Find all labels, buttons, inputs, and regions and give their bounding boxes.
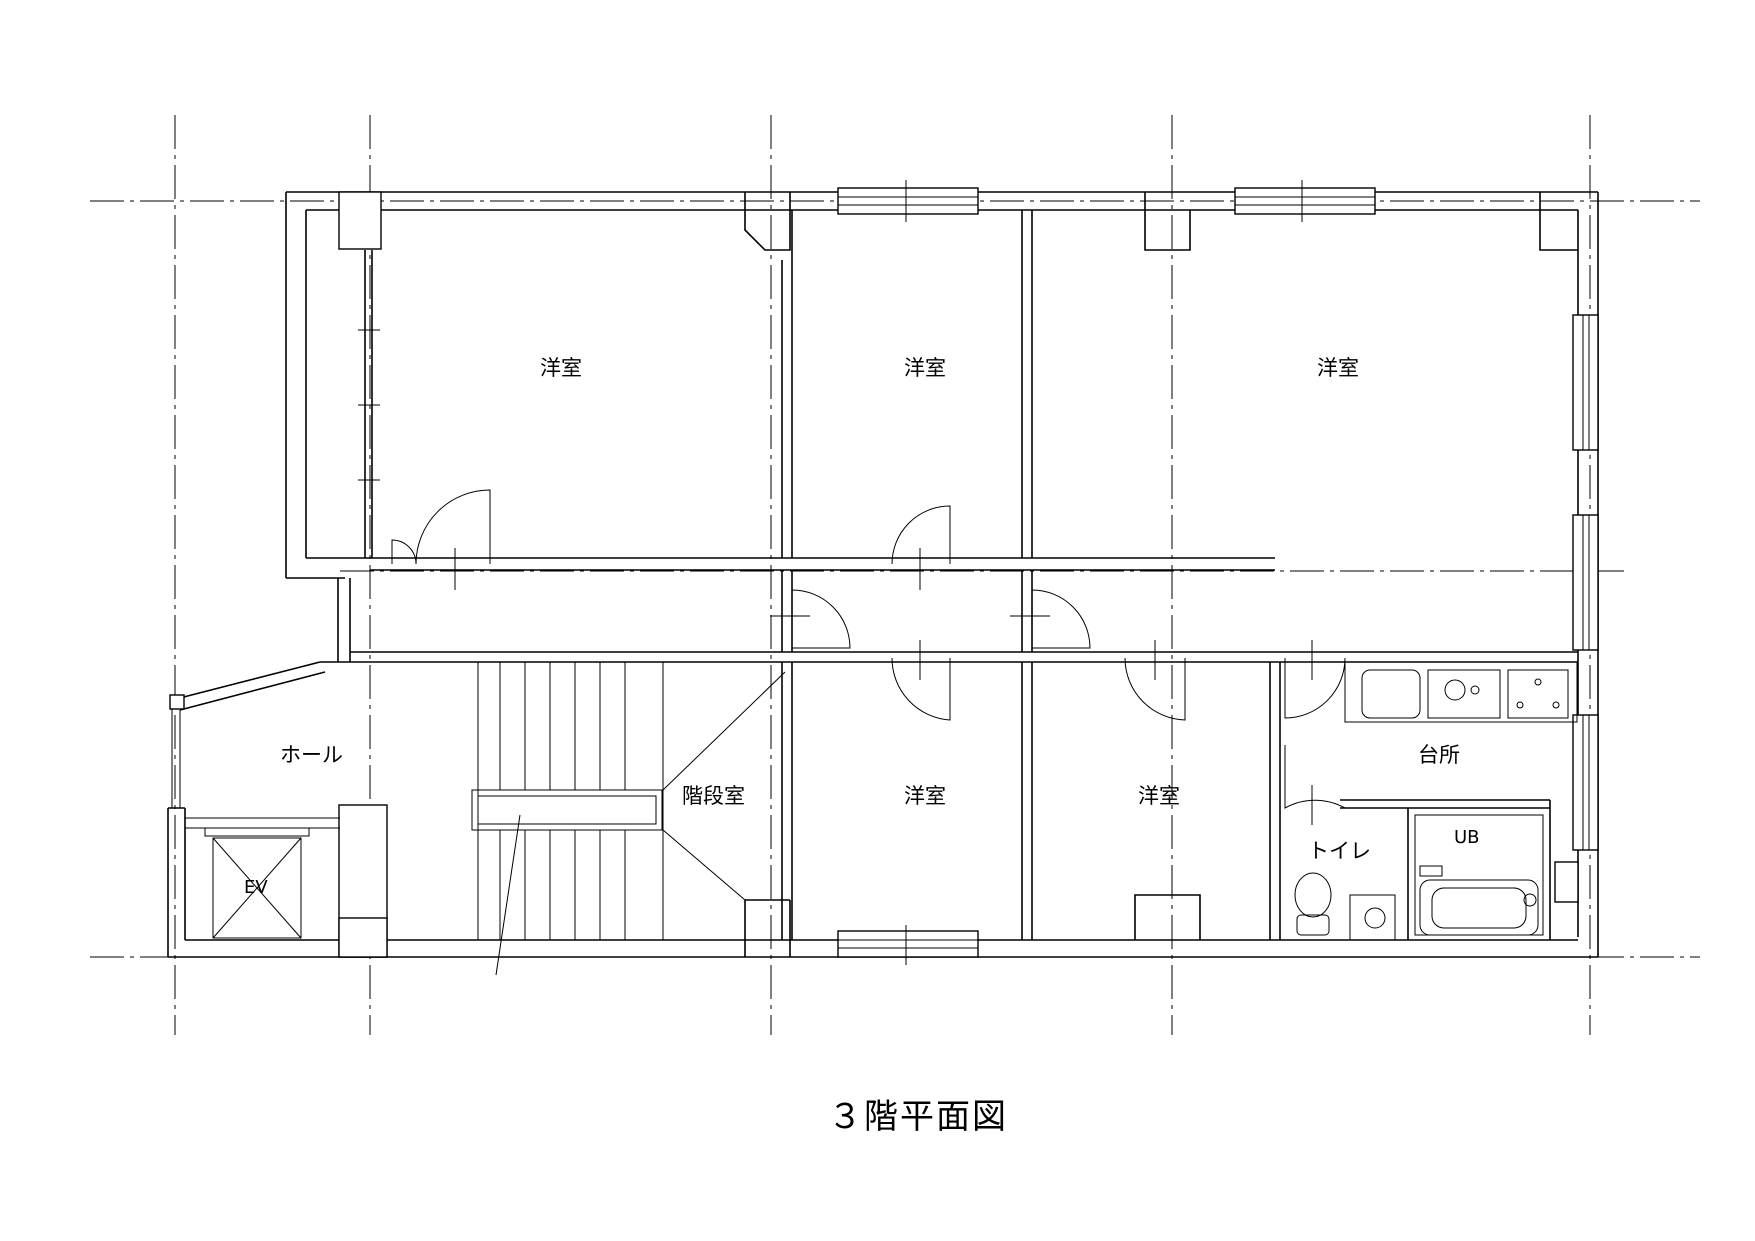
- columns: [338, 191, 1579, 958]
- room-label-western-room-2: 洋室: [904, 356, 946, 380]
- room-label-toilet: トイレ: [1308, 839, 1371, 863]
- room-label-stairwell: 階段室: [682, 784, 745, 808]
- room-label-western-room-5: 洋室: [1138, 784, 1180, 808]
- right-windows: [1572, 314, 1599, 851]
- bath-fixtures: [1294, 814, 1544, 941]
- stairs: [471, 661, 786, 976]
- plan-title: ３階平面図: [828, 1097, 1008, 1137]
- room-label-elevator: EV: [244, 877, 268, 898]
- room-label-hall: ホール: [280, 743, 343, 767]
- left-window: [358, 250, 380, 558]
- room-label-western-room-3: 洋室: [1317, 356, 1359, 380]
- kitchen-fixtures: [1344, 661, 1578, 723]
- room-label-kitchen: 台所: [1418, 743, 1460, 767]
- room-label-western-room-1: 洋室: [540, 356, 582, 380]
- doors: [391, 489, 1346, 825]
- elevator: [185, 817, 340, 939]
- top-windows: [837, 180, 1376, 222]
- room-label-western-room-4: 洋室: [904, 784, 946, 808]
- room-label-unit-bath: UB: [1454, 827, 1480, 848]
- grid-lines: [90, 115, 1700, 1035]
- bottom-window: [837, 925, 979, 965]
